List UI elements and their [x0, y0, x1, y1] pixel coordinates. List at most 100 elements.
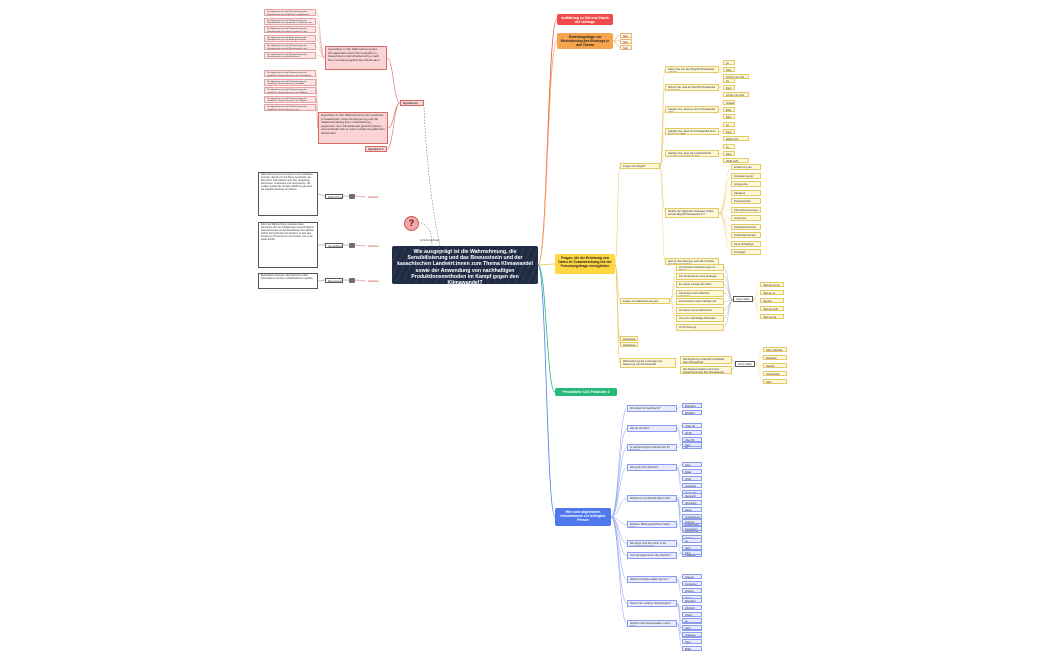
concept-sensibilisierung[interactable]: Sensibilisierung	[325, 243, 343, 248]
answer-option[interactable]: Fernsehen	[682, 581, 702, 586]
yellow-question-group[interactable]: Wahrnehmung der Leistungen der Regierung…	[620, 358, 676, 368]
answer-option[interactable]: Weiß nicht	[723, 158, 749, 163]
yellow-question[interactable]: Haben Sie von dem Begriff Klimawandel ge…	[665, 66, 719, 73]
answer-option[interactable]: Teilweise	[723, 100, 735, 105]
hypothesis-detail[interactable]: Die Hypothese für die Wahrnehmung des Kl…	[264, 26, 316, 33]
yellow-question[interactable]: Glauben Sie, dass die Landwirtschaft zum…	[665, 150, 719, 157]
branch-intro-question[interactable]: Einleitungsfrage zur Erleichterung des E…	[557, 33, 613, 49]
likert-statement[interactable]: Ich bin besorgt.	[676, 323, 724, 331]
statement-option[interactable]: Häufigere Extremwetter	[731, 189, 761, 196]
personal-question[interactable]: In welcher Region befindet sich Ihr Betr…	[627, 444, 677, 451]
answer-option[interactable]: Weiß nicht	[723, 136, 749, 141]
hypothesis-detail[interactable]: Die Hypothese für die Wahrnehmung der st…	[264, 70, 316, 77]
answer-option[interactable]: Mittel	[682, 646, 702, 651]
yellow-question[interactable]: Welche der folgenden Aussagen treffen au…	[665, 208, 719, 218]
hypothesis-detail[interactable]: Die Hypothese für die Wahrnehmung des Kl…	[264, 51, 316, 59]
answer-option[interactable]: Ja	[723, 144, 735, 149]
yellow-question[interactable]: Glauben Sie, dass der Klimawandel Ihren …	[665, 128, 719, 135]
statement-option[interactable]: Verlust der Biodiversität	[731, 215, 761, 221]
hypothesis-3[interactable]: Hypothese 3	[365, 146, 387, 152]
likert-scale[interactable]: Likert-Skala	[735, 361, 755, 367]
answer-option[interactable]: Ich bin mir nicht sicher	[723, 74, 749, 79]
government-statement[interactable]: Die Staatsverwaltung informiert ausreich…	[680, 366, 732, 374]
answer-option[interactable]: Ackerbau	[682, 483, 702, 488]
answer-option[interactable]: Unter 30	[682, 423, 702, 428]
answer-option[interactable]: Klein	[682, 462, 702, 467]
central-research-question[interactable]: Wie ausgeprägt ist die Wahrnehmung, die …	[392, 246, 538, 286]
statement-option[interactable]: Schlechtere Ernten	[731, 232, 761, 238]
hypothesis-detail[interactable]: Die Hypothese für die Wahrnehmung des Kl…	[264, 17, 316, 25]
scale-option[interactable]: Sehr zufrieden	[763, 347, 787, 352]
likert-statement[interactable]: Die Temperaturen sind gestiegen.	[676, 272, 724, 280]
answer-option[interactable]: Männlich	[682, 598, 702, 603]
hypothesis-detail[interactable]: Die Hypothese für die Wahrnehmung der st…	[264, 104, 316, 111]
scale-option[interactable]: Zufrieden	[763, 355, 787, 360]
answer-option[interactable]: Internet	[682, 574, 702, 579]
concept-wahrnehmung[interactable]: Wahrnehmung	[325, 194, 343, 199]
answer-option[interactable]: Groß	[682, 476, 702, 481]
hypothesis-detail[interactable]: Die Hypothese für die Wahrnehmung der st…	[264, 95, 316, 103]
yellow-question-group[interactable]: Fragen zur Wahrnehmung des Klimawandels	[620, 298, 670, 304]
hypothesis-2[interactable]: Hypothese 2: Die Wahrnehmung der Landwir…	[318, 112, 388, 144]
likert-statement[interactable]: Es regnet weniger als früher.	[676, 281, 724, 288]
yellow-question[interactable]: Glauben Sie, dass es einen Klimawandel g…	[665, 106, 719, 113]
personal-question[interactable]: Nutzen Sie moderne Technologien?	[627, 600, 677, 607]
scale-option[interactable]: Sehr unzufrieden	[763, 379, 787, 384]
statement-option[interactable]: Überschwemmungen	[731, 206, 761, 213]
branch-survey-purpose[interactable]: Aufklärung zu Ziel und Zweck der Umfrage	[557, 14, 613, 25]
branch-personal-info[interactable]: Hier zum allgemeinen Informationen zur b…	[555, 508, 611, 526]
answer-option[interactable]: Nein	[723, 129, 735, 134]
likert-statement[interactable]: Die Ernten sind schlechter geworden.	[676, 289, 724, 297]
hypotheses-label[interactable]: Hypothesen	[400, 100, 424, 106]
yellow-question-group[interactable]: Fragen zum Begriff Klimawandel	[620, 163, 660, 169]
government-statement[interactable]: Die Regierung unterstützt Landwirte beim…	[680, 356, 732, 364]
statement-option[interactable]: Erwärmung der Erdoberfläche	[731, 164, 761, 170]
statement-option[interactable]: Gletscherschmelze	[731, 223, 761, 230]
yellow-question-group[interactable]: Hypothese 1	[620, 336, 638, 341]
personal-question[interactable]: Welchen Bildungsabschluss haben Sie?	[627, 521, 677, 528]
answer-option[interactable]: Ja	[682, 618, 702, 623]
answer-option[interactable]: Ja	[682, 538, 702, 543]
concept-bewusstsein[interactable]: Bewusstsein	[325, 278, 343, 283]
statement-option[interactable]: Anstieg des Meeresspiegels	[731, 181, 761, 187]
answer-option[interactable]: 30-50	[682, 430, 702, 435]
statement-option[interactable]: Veränderung der Niederschläge	[731, 172, 761, 179]
answer-option[interactable]: Nein	[682, 625, 702, 630]
answer-option[interactable]: Weiblich	[682, 410, 702, 415]
answer-option[interactable]: Mittel	[682, 469, 702, 474]
hypothesis-detail[interactable]: Die Hypothese für die Wahrnehmung des Kl…	[264, 9, 316, 16]
orange-item[interactable]: Item 3	[620, 45, 632, 50]
answer-option[interactable]: Nein	[682, 545, 702, 550]
answer-option[interactable]: Internet	[682, 519, 702, 524]
answer-option[interactable]: Über 50	[682, 437, 702, 442]
scale-option[interactable]: Unzufrieden	[763, 371, 787, 376]
personal-question[interactable]: Wie lautet Ihr Geschlecht?	[627, 405, 677, 412]
likert-statement[interactable]: Ich bemerke Veränderungen im Wetter.	[676, 264, 724, 271]
personal-question[interactable]: Welche Produkte stellen Sie her?	[627, 576, 677, 583]
answer-option[interactable]: Klein	[682, 550, 702, 555]
statement-option[interactable]: Dürreperioden	[731, 198, 761, 204]
scale-option[interactable]: Stimme nicht zu	[760, 306, 784, 311]
likert-statement[interactable]: Ich passe meinen Betrieb an.	[676, 306, 724, 314]
yellow-question-group[interactable]: Hypothese 2	[620, 342, 638, 347]
statement-option[interactable]: Neue Schädlinge	[731, 240, 761, 247]
answer-option[interactable]: Sonstiges	[682, 500, 702, 505]
answer-option[interactable]: Gemischt	[682, 493, 702, 498]
personal-question[interactable]: Welche Art von Betrieb führen Sie?	[627, 495, 677, 502]
hypothesis-detail[interactable]: Die Hypothese für die Wahrnehmung des Kl…	[264, 34, 316, 42]
answer-option[interactable]: Ja	[723, 122, 735, 127]
answer-option[interactable]: Fernsehen	[682, 526, 702, 531]
orange-item[interactable]: Item 1	[620, 33, 632, 38]
personal-question[interactable]: Wie alt sind Sie?	[627, 425, 677, 432]
orange-item[interactable]: Item 2	[620, 39, 632, 44]
yellow-question[interactable]: Wissen Sie, was der Begriff Klimawandel …	[665, 84, 719, 91]
personal-question[interactable]: Wie lange sind Sie schon in der Landwirt…	[627, 540, 677, 547]
answer-option[interactable]: Divers	[682, 612, 702, 617]
answer-option[interactable]: Nein	[723, 151, 735, 156]
scale-option[interactable]: Neutral	[760, 298, 784, 303]
branch-research-data[interactable]: Fragen, die die Erhebung von Daten im Zu…	[555, 254, 615, 274]
answer-option[interactable]: Klein	[682, 639, 702, 644]
scale-option[interactable]: Stimme zu	[760, 290, 784, 295]
scale-option[interactable]: Neutral	[763, 363, 787, 368]
